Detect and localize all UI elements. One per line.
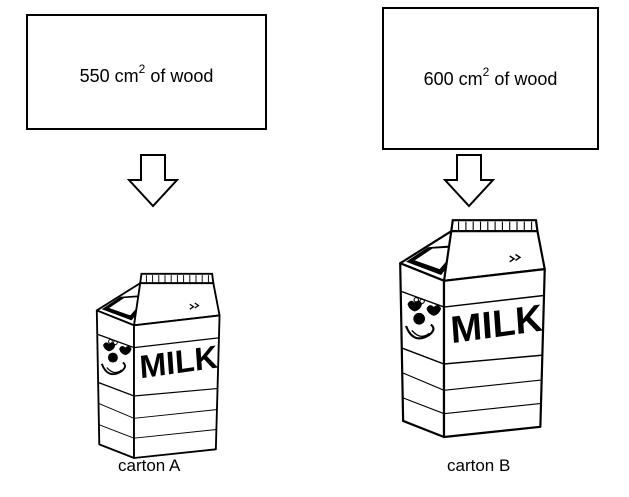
carton-b-area-label: 600 cm2 of wood [423,65,558,90]
carton-a-area-material: of wood [145,65,214,86]
carton-a-area-label: 550 cm2 of wood [79,61,214,87]
carton-a-area-value: 550 cm [79,65,139,86]
carton-b-area-value: 600 cm [423,69,483,89]
down-arrow-icon [128,154,178,207]
down-arrow-icon [444,154,494,207]
milk-carton-icon [399,219,546,439]
milk-carton-icon [95,272,221,459]
carton-a-area-box: 550 cm2 of wood [26,14,267,130]
carton-a-area-exponent: 2 [138,61,146,76]
carton-b-area-box: 600 cm2 of wood [382,7,599,150]
carton-b-caption: carton B [447,456,511,475]
carton-b-area-exponent: 2 [482,65,490,79]
carton-b-area-material: of wood [489,69,558,89]
carton-a-caption: carton A [118,456,181,475]
